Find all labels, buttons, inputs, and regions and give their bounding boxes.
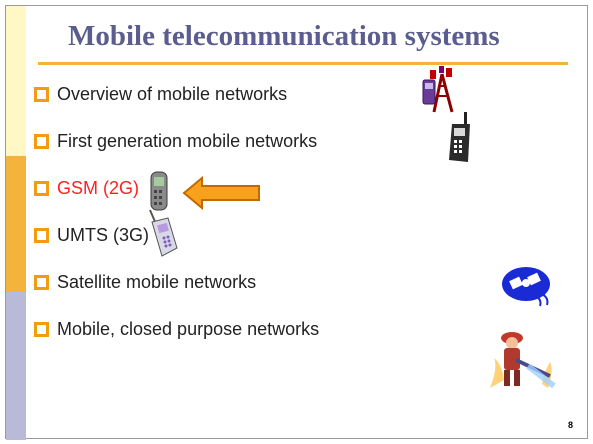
- left-accent-bar-bottom: [6, 292, 26, 440]
- bullet-square-icon: [34, 180, 49, 196]
- gsm-phone-icon: [150, 171, 168, 211]
- slide-frame: Mobile telecommunication systems Overvie…: [5, 5, 588, 440]
- bullet-label: Mobile, closed purpose networks: [57, 318, 320, 339]
- left-arrow-icon: [182, 176, 260, 210]
- bullet-label: Satellite mobile networks: [57, 271, 257, 292]
- bullet-square-icon: [34, 86, 49, 102]
- page-number: 8: [567, 420, 573, 430]
- slide-title: Mobile telecommunication systems: [68, 20, 500, 52]
- bullet-square-icon: [34, 133, 49, 149]
- left-accent-bar-middle: [6, 156, 26, 292]
- firefighter-icon: [490, 332, 556, 389]
- bullet-label: Overview of mobile networks: [57, 83, 288, 104]
- bullet-item-highlighted: GSM (2G): [34, 176, 139, 200]
- title-underline: [38, 62, 568, 65]
- antenna-tower-icon: [422, 66, 454, 113]
- bullet-label: UMTS (3G): [57, 224, 149, 245]
- bullet-item: Overview of mobile networks: [34, 82, 287, 106]
- bullet-item: First generation mobile networks: [34, 129, 317, 153]
- bullet-label: GSM (2G): [57, 177, 140, 198]
- bullet-square-icon: [34, 321, 49, 337]
- bullet-square-icon: [34, 274, 49, 290]
- left-accent-bar-top: [6, 6, 26, 156]
- brick-phone-icon: [449, 112, 470, 162]
- bullet-item: Mobile, closed purpose networks: [34, 317, 319, 341]
- bullet-square-icon: [34, 227, 49, 243]
- satellite-icon: [502, 267, 550, 307]
- bullet-item: UMTS (3G): [34, 223, 149, 247]
- umts-phone-icon: [149, 209, 178, 257]
- bullet-label: First generation mobile networks: [57, 130, 318, 151]
- bullet-item: Satellite mobile networks: [34, 270, 256, 294]
